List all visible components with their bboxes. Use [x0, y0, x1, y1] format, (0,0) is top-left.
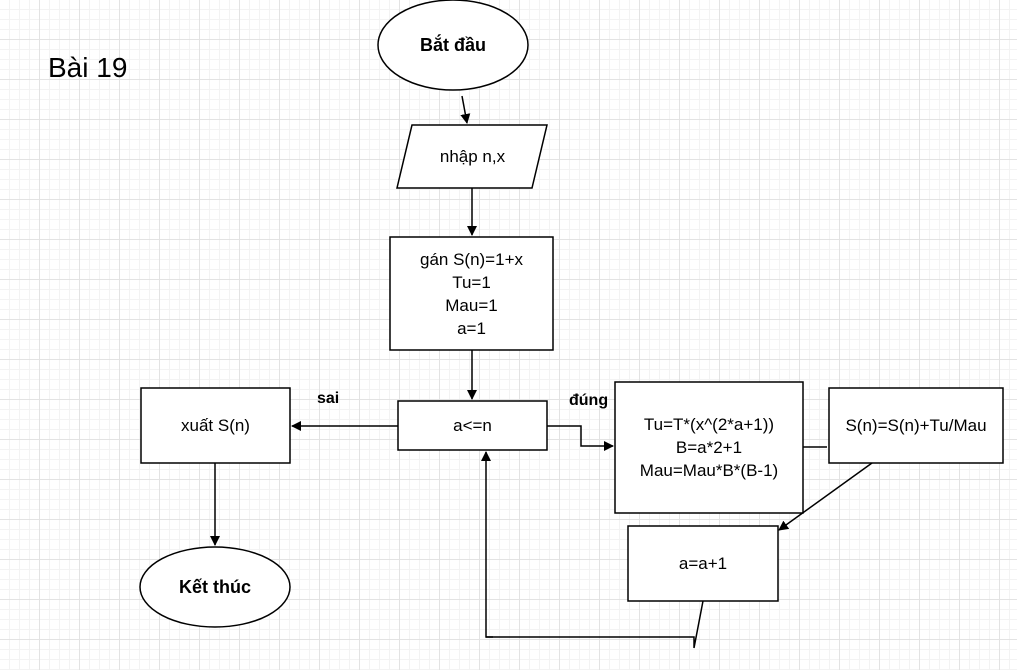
edge-label-false: sai [317, 390, 340, 407]
accumulate-shape [828, 387, 1004, 464]
increment-label: a=a+1 [678, 554, 728, 573]
end-label: Kết thúc [179, 576, 251, 597]
input-label: nhập n,x [439, 147, 506, 166]
start-label: Bắt đầu [419, 34, 486, 55]
condition-label: a<=n [453, 416, 492, 435]
increment-node: a=a+1 [628, 526, 778, 601]
compute-label: Tu=T*(x^(2*a+1)) B=a*2+1 Mau=Mau*B*(B-1) [639, 415, 779, 480]
output-node: xuất S(n) [141, 388, 290, 463]
start-shape [377, 0, 529, 91]
increment-shape [627, 525, 779, 602]
init-shape [389, 236, 554, 351]
arrow-condition-to-compute [547, 425, 614, 451]
input-node: nhập n,x [400, 125, 545, 188]
accumulate-node: S(n)=S(n)+Tu/Mau [829, 388, 1003, 463]
condition-node: a<=n [398, 401, 547, 450]
edge-label-true: đúng [569, 392, 609, 409]
init-label: gán S(n)=1+x Tu=1 Mau=1 a=1 [419, 249, 523, 338]
compute-node: Tu=T*(x^(2*a+1)) B=a*2+1 Mau=Mau*B*(B-1) [615, 382, 803, 513]
accumulate-label: S(n)=S(n)+Tu/Mau [845, 416, 987, 435]
page-title: Bài 19 [48, 52, 128, 83]
output-shape [140, 387, 291, 464]
init-node: gán S(n)=1+x Tu=1 Mau=1 a=1 [390, 237, 553, 350]
condition-shape [397, 400, 548, 451]
end-shape [139, 546, 291, 628]
arrow-increment-loop-back [481, 451, 704, 649]
output-label: xuất S(n) [181, 416, 250, 435]
arrow-start-to-input [460, 95, 471, 124]
input-shape [396, 124, 548, 189]
end-node: Kết thúc [140, 547, 290, 627]
start-node: Bắt đầu [378, 0, 528, 90]
arrow-accumulate-to-increment [778, 462, 873, 531]
